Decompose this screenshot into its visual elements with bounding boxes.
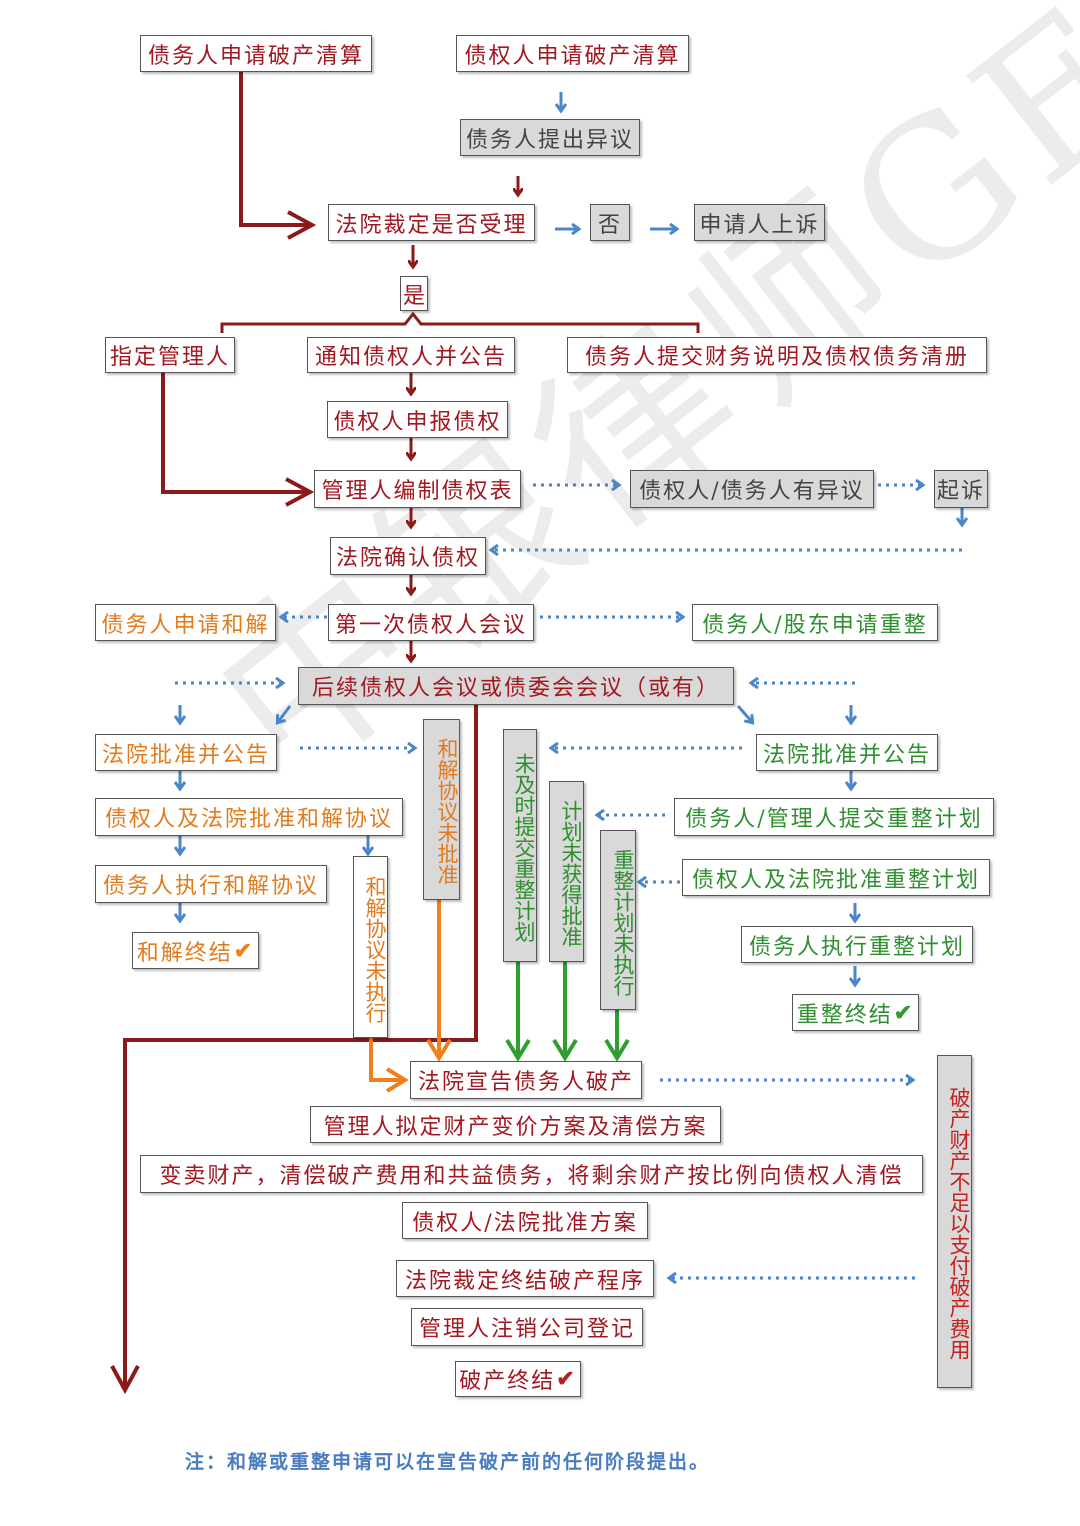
node-creditor-approve: 债权人/法院批准方案 — [402, 1202, 648, 1239]
node-objection: 债权人/债务人有异议 — [630, 470, 874, 508]
orange-arrow-not-executed — [369, 1038, 409, 1093]
node-reorg-not-executed: 重整计划未执行 — [600, 830, 636, 1010]
node-reorg-apply: 债务人/股东申请重整 — [692, 604, 938, 641]
check-mark-icon: ✔ — [893, 999, 915, 1026]
node-submit-plan: 债务人/管理人提交重整计划 — [674, 798, 994, 836]
node-settle-end: 和解终结✔ — [132, 932, 259, 969]
node-declare-bankrupt: 法院宣告债务人破产 — [410, 1061, 642, 1099]
node-sue: 起诉 — [934, 470, 988, 508]
node-settle-not-approved: 和解协议未批准 — [423, 719, 460, 900]
node-creditor-declare: 债权人申报债权 — [327, 401, 508, 438]
reorg-end-label: 重整终结 — [796, 1002, 893, 1028]
node-admin-cancel: 管理人注销公司登记 — [411, 1308, 643, 1346]
node-not-timely: 未及时提交重整计划 — [503, 729, 537, 962]
blue-diag-arrow — [278, 705, 292, 722]
node-creditor-court-settle: 债权人及法院批准和解协议 — [95, 798, 403, 836]
node-debtor-apply: 债务人申请破产清算 — [140, 35, 372, 72]
node-court-accept: 法院裁定是否受理 — [328, 204, 535, 241]
node-no: 否 — [590, 204, 630, 241]
node-admin-plan: 管理人拟定财产变价方案及清偿方案 — [310, 1106, 721, 1143]
node-court-approve-left: 法院批准并公告 — [95, 734, 277, 771]
node-plan-not-approved: 计划未获得批准 — [549, 781, 584, 962]
node-first-meeting: 第一次债权人会议 — [328, 604, 534, 641]
node-admin-compile: 管理人编制债权表 — [314, 470, 521, 508]
bankrupt-end-label: 破产终结 — [459, 1369, 556, 1394]
node-debtor-submit: 债务人提交财务说明及债权债务清册 — [567, 337, 987, 373]
node-settle-not-executed: 和解协议未执行 — [353, 856, 388, 1038]
check-mark-icon: ✔ — [556, 1366, 577, 1392]
node-sell-assets: 变卖财产，清偿破产费用和共益债务，将剩余财产按比例向债权人清偿 — [140, 1155, 923, 1193]
red-arrow-meeting-to-bankrupt — [125, 703, 478, 1390]
node-debtor-exec-settle: 债务人执行和解协议 — [95, 865, 327, 903]
node-follow-meeting: 后续债权人会议或债委会会议（或有） — [298, 667, 734, 705]
node-appeal: 申请人上诉 — [694, 204, 825, 241]
node-court-confirm: 法院确认债权 — [330, 537, 486, 575]
node-court-approve-right: 法院批准并公告 — [756, 734, 938, 771]
node-designate-admin: 指定管理人 — [105, 337, 235, 373]
node-debtor-settle: 债务人申请和解 — [95, 604, 276, 641]
node-insufficient: 破产财产不足以支付破产费用 — [937, 1055, 972, 1388]
settle-end-label: 和解终结 — [136, 940, 233, 966]
blue-diag-arrow — [736, 705, 752, 722]
node-exec-plan: 债务人执行重整计划 — [741, 926, 973, 963]
node-notify-creditors: 通知债权人并公告 — [307, 337, 515, 373]
check-mark-icon: ✔ — [233, 937, 255, 964]
node-bankrupt-end: 破产终结✔ — [455, 1361, 581, 1397]
node-creditor-apply: 债权人申请破产清算 — [456, 35, 689, 72]
node-debtor-objection: 债务人提出异议 — [460, 119, 640, 156]
brace — [220, 311, 700, 333]
node-reorg-end: 重整终结✔ — [792, 994, 919, 1031]
red-arrow-debtor-to-court — [239, 72, 312, 225]
footnote: 注：和解或重整申请可以在宣告破产前的任何阶段提出。 — [185, 1451, 711, 1473]
node-court-terminate: 法院裁定终结破产程序 — [396, 1260, 654, 1297]
node-approve-plan: 债权人及法院批准重整计划 — [682, 859, 990, 896]
node-yes: 是 — [400, 276, 428, 311]
red-arrow-admin-to-compile — [161, 372, 310, 492]
